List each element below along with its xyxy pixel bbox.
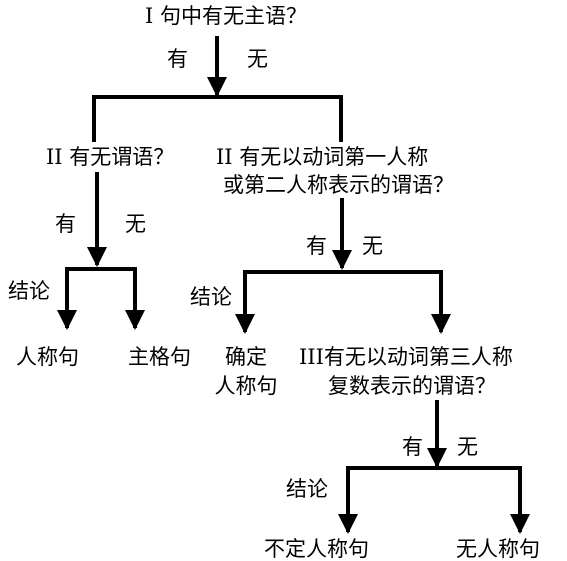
q1-text: I 句中有无主语？ <box>145 4 307 28</box>
q2-no-label: 无 <box>125 212 146 236</box>
q3-conclusion-label: 结论 <box>190 285 232 309</box>
q4-conclusion-label: 结论 <box>286 477 328 501</box>
q3-no-label: 无 <box>362 234 383 258</box>
q2-text: II 有无谓语？ <box>46 145 175 169</box>
q2-conclusion-label: 结论 <box>8 279 50 303</box>
result-personal: 人称句 <box>16 345 79 369</box>
q3-yes-label: 有 <box>306 234 327 258</box>
result-indefinite: 不定人称句 <box>264 537 369 561</box>
q1-yes-label: 有 <box>167 47 188 71</box>
q4-no-label: 无 <box>457 435 478 459</box>
q4-text-line1: III有无以动词第三人称 <box>299 345 513 369</box>
result-nominative: 主格句 <box>128 345 191 369</box>
q3-text-line1: II 有无以动词第一人称 <box>216 145 429 169</box>
q1-no-label: 无 <box>247 47 268 71</box>
result-definite-line2: 人称句 <box>214 374 278 398</box>
result-impersonal: 无人称句 <box>456 537 540 561</box>
q4-yes-label: 有 <box>402 435 423 459</box>
q3-text-line2: 或第二人称表示的谓语？ <box>223 173 454 197</box>
q4-text-line2: 复数表示的谓语？ <box>328 374 496 398</box>
q2-yes-label: 有 <box>55 212 76 236</box>
result-definite-line1: 确定 <box>225 345 267 369</box>
